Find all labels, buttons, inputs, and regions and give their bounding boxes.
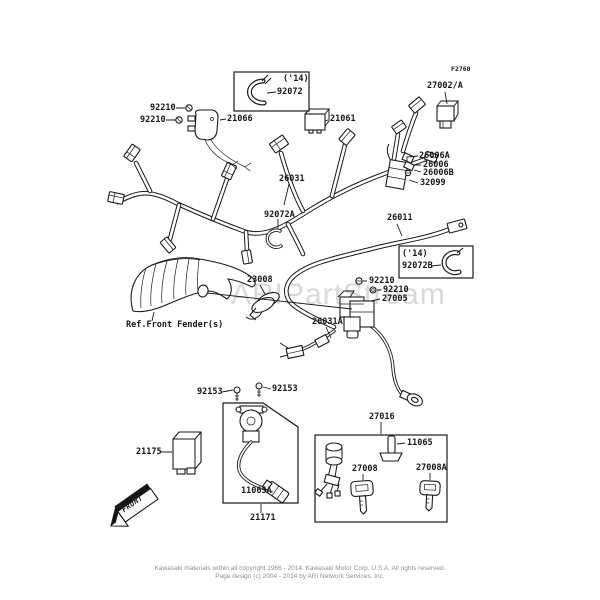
part-label-26031a[interactable]: 26031A bbox=[312, 317, 343, 327]
coil-kit-box-21171 bbox=[222, 402, 299, 504]
main-harness-26031 bbox=[107, 96, 439, 265]
key-27008 bbox=[350, 479, 374, 515]
screw-92153 bbox=[255, 382, 263, 397]
part-label-92072a[interactable]: 92072A bbox=[264, 210, 295, 220]
bracket-23008 bbox=[245, 292, 280, 321]
relay-21061 bbox=[304, 108, 331, 134]
callout-box-92072 bbox=[233, 71, 310, 112]
part-label-92153-2[interactable]: 92153 bbox=[272, 384, 298, 394]
part-label-92210-2[interactable]: 92210 bbox=[140, 115, 166, 125]
nut-92210 bbox=[369, 286, 377, 294]
figure-code: F2760 bbox=[451, 65, 471, 73]
part-label-23008[interactable]: 23008 bbox=[247, 275, 273, 285]
part-label-11065[interactable]: 11065 bbox=[407, 438, 433, 448]
part-label-92210-4[interactable]: 92210 bbox=[383, 285, 409, 295]
harness-connector bbox=[338, 128, 356, 146]
harness-connector bbox=[221, 161, 237, 181]
year-note-14-top: ('14) bbox=[283, 74, 309, 84]
igniter-21066 bbox=[175, 104, 252, 172]
part-label-26006b[interactable]: 26006B bbox=[423, 168, 454, 178]
part-label-27008[interactable]: 27008 bbox=[352, 464, 378, 474]
harness-connector bbox=[391, 119, 407, 135]
relay-27002 bbox=[436, 100, 460, 129]
part-label-92072b[interactable]: 92072B bbox=[402, 261, 433, 271]
part-label-92072[interactable]: 92072 bbox=[277, 87, 303, 97]
fuse-32099-and-26006 bbox=[385, 143, 416, 190]
screw-92210 bbox=[185, 104, 193, 112]
front-direction-arrow bbox=[110, 483, 159, 527]
callout-box-92072b bbox=[398, 245, 474, 279]
footer-copyright-line2: Page design (c) 2004 - 2014 by ARI Netwo… bbox=[215, 573, 385, 580]
ref-front-fender-note: Ref.Front Fender(s) bbox=[126, 320, 224, 330]
screw-92210 bbox=[175, 116, 183, 124]
part-label-92210-1[interactable]: 92210 bbox=[150, 103, 176, 113]
part-label-27008a[interactable]: 27008A bbox=[416, 463, 447, 473]
ignition-switch bbox=[314, 442, 343, 499]
bolt-92210 bbox=[355, 277, 363, 285]
key-27008a bbox=[419, 480, 441, 512]
sub-lead-26031a bbox=[279, 329, 336, 360]
harness-connector bbox=[408, 96, 426, 114]
footer-copyright-line1: Kawasaki materials within all copyright … bbox=[154, 565, 446, 572]
harness-connector bbox=[123, 143, 141, 163]
harness-connector bbox=[269, 134, 289, 154]
ring-terminal bbox=[399, 389, 423, 407]
part-label-21061[interactable]: 21061 bbox=[330, 114, 356, 124]
key-holder-11065 bbox=[379, 435, 403, 462]
leader-lines bbox=[151, 91, 448, 513]
part-label-27016[interactable]: 27016 bbox=[369, 412, 395, 422]
spark-plug-cap-11065a bbox=[261, 479, 290, 503]
part-label-26006[interactable]: 26006 bbox=[423, 160, 449, 170]
front-fender-outline bbox=[130, 257, 256, 313]
part-label-21066[interactable]: 21066 bbox=[227, 114, 253, 124]
part-label-27005[interactable]: 27005 bbox=[382, 294, 408, 304]
part-label-21171[interactable]: 21171 bbox=[250, 513, 276, 523]
part-label-21175[interactable]: 21175 bbox=[136, 447, 162, 457]
part-label-11065a[interactable]: 11065A bbox=[241, 486, 272, 496]
part-label-92153-1[interactable]: 92153 bbox=[197, 387, 223, 397]
harness-connector bbox=[107, 191, 125, 205]
harness-connector bbox=[241, 249, 253, 265]
harness-connector bbox=[159, 236, 177, 254]
part-label-32099[interactable]: 32099 bbox=[420, 178, 446, 188]
harness-connector bbox=[423, 150, 439, 164]
part-label-26006a[interactable]: 26006A bbox=[419, 151, 450, 161]
part-label-26011[interactable]: 26011 bbox=[387, 213, 413, 223]
unit-21175 bbox=[172, 431, 202, 475]
part-label-92210-3[interactable]: 92210 bbox=[369, 276, 395, 286]
part-label-26031[interactable]: 26031 bbox=[279, 174, 305, 184]
part-label-27002a[interactable]: 27002/A bbox=[427, 81, 463, 91]
clamp-92072a bbox=[265, 228, 283, 249]
switch-kit-box-27016 bbox=[314, 434, 448, 523]
battery-lead-26011 bbox=[283, 218, 468, 330]
ignition-coil-27005 bbox=[337, 277, 423, 407]
year-note-14-mid: ('14) bbox=[402, 249, 428, 259]
screw-92153 bbox=[233, 386, 241, 401]
